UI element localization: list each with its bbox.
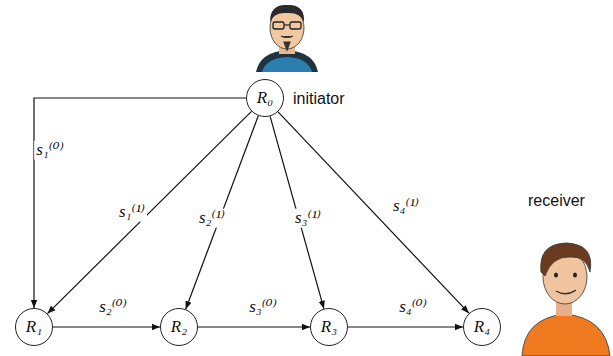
role-label: initiator — [293, 90, 345, 108]
initiator-figure — [256, 5, 318, 72]
share-label: s₄⁽⁰⁾ — [397, 298, 429, 317]
message-arrow — [348, 326, 463, 327]
relay-node: R₄ — [463, 308, 501, 346]
share-label: s₁⁽⁰⁾ — [34, 141, 66, 160]
role-label: receiver — [528, 192, 585, 210]
share-label: s₂⁽¹⁾ — [197, 209, 227, 228]
message-arrow — [34, 98, 246, 308]
node-label: R₄ — [474, 318, 490, 337]
message-arrow — [198, 326, 310, 327]
node-label: R₂ — [171, 318, 187, 337]
message-arrow — [278, 112, 469, 313]
receiver-figure — [522, 243, 610, 356]
share-label: s₂⁽⁰⁾ — [97, 298, 129, 317]
node-label: R₃ — [321, 318, 337, 337]
message-arrow — [270, 116, 324, 308]
message-arrow — [186, 116, 259, 309]
node-label: R₁ — [26, 318, 42, 337]
message-arrow — [53, 326, 160, 327]
relay-node: R₀ — [246, 79, 284, 117]
relay-node: R₃ — [310, 308, 348, 346]
share-label: s₃⁽⁰⁾ — [247, 298, 279, 317]
node-label: R₀ — [257, 89, 273, 108]
relay-node: R₁ — [15, 308, 53, 346]
relay-node: R₂ — [160, 308, 198, 346]
share-label: s₃⁽¹⁾ — [293, 209, 323, 228]
share-label: s₁⁽¹⁾ — [117, 203, 147, 222]
message-arrow — [47, 111, 251, 313]
share-label: s₄⁽¹⁾ — [391, 197, 421, 216]
